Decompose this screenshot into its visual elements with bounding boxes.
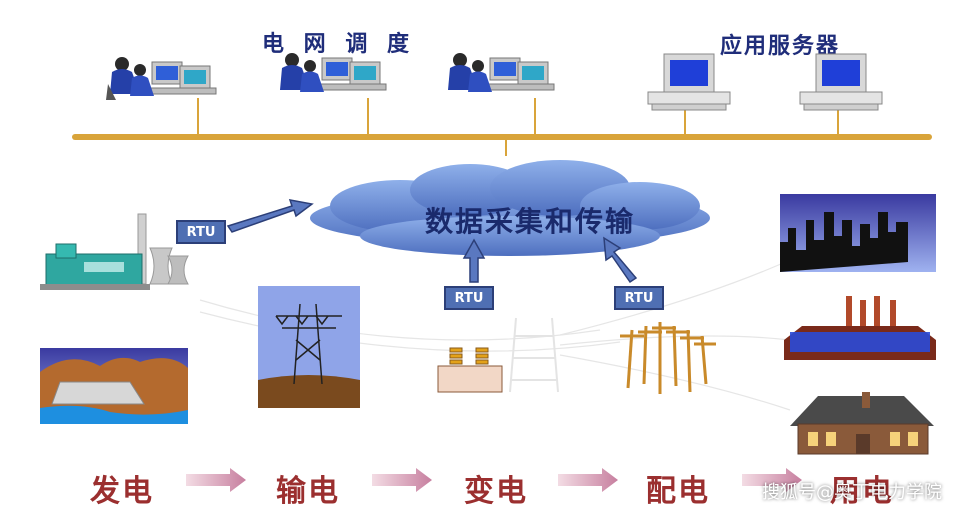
data-cloud-icon: [310, 160, 710, 256]
city-skyline-icon: [780, 194, 936, 272]
stage-generation-label: 发电: [90, 474, 154, 509]
stage-transformation-label: 变电: [464, 474, 528, 509]
transmission-tower-icon: [258, 286, 360, 408]
operator-workstation-2-icon: [280, 53, 387, 92]
watermark-text: 搜狐号@奥丁电力学院: [762, 482, 942, 503]
stage-arrows: [186, 468, 802, 492]
stage-arrow-2: [372, 468, 432, 492]
factory-icon: [784, 296, 936, 360]
stage-arrow-4: [742, 468, 802, 492]
cloud-label: 数据采集和传输: [424, 205, 635, 238]
stage-arrow-3: [558, 468, 618, 492]
house-icon: [790, 392, 934, 455]
rtu-box-power-plant: RTU: [176, 220, 226, 244]
power-plant-icon: [40, 213, 189, 290]
substation-icon: [437, 317, 559, 393]
grid-dispatch-label: 电 网 调 度: [262, 31, 415, 57]
stage-transmission-label: 输电: [276, 474, 340, 509]
network-bus: [72, 134, 932, 140]
server-computer-2-icon: [799, 53, 883, 111]
server-computer-1-icon: [647, 53, 731, 111]
hydro-dam-icon: [40, 348, 188, 424]
rtu-box-distribution: RTU: [614, 286, 664, 310]
rtu-box-substation: RTU: [444, 286, 494, 310]
operator-workstation-3-icon: [448, 53, 555, 92]
stage-distribution-label: 配电: [646, 474, 710, 509]
operator-workstation-1-icon: [106, 57, 217, 100]
rtu-arrows: [226, 199, 638, 284]
distribution-poles-icon: [620, 322, 716, 394]
stage-arrow-1: [186, 468, 246, 492]
stage-consumption-label: 用电: [830, 474, 894, 509]
